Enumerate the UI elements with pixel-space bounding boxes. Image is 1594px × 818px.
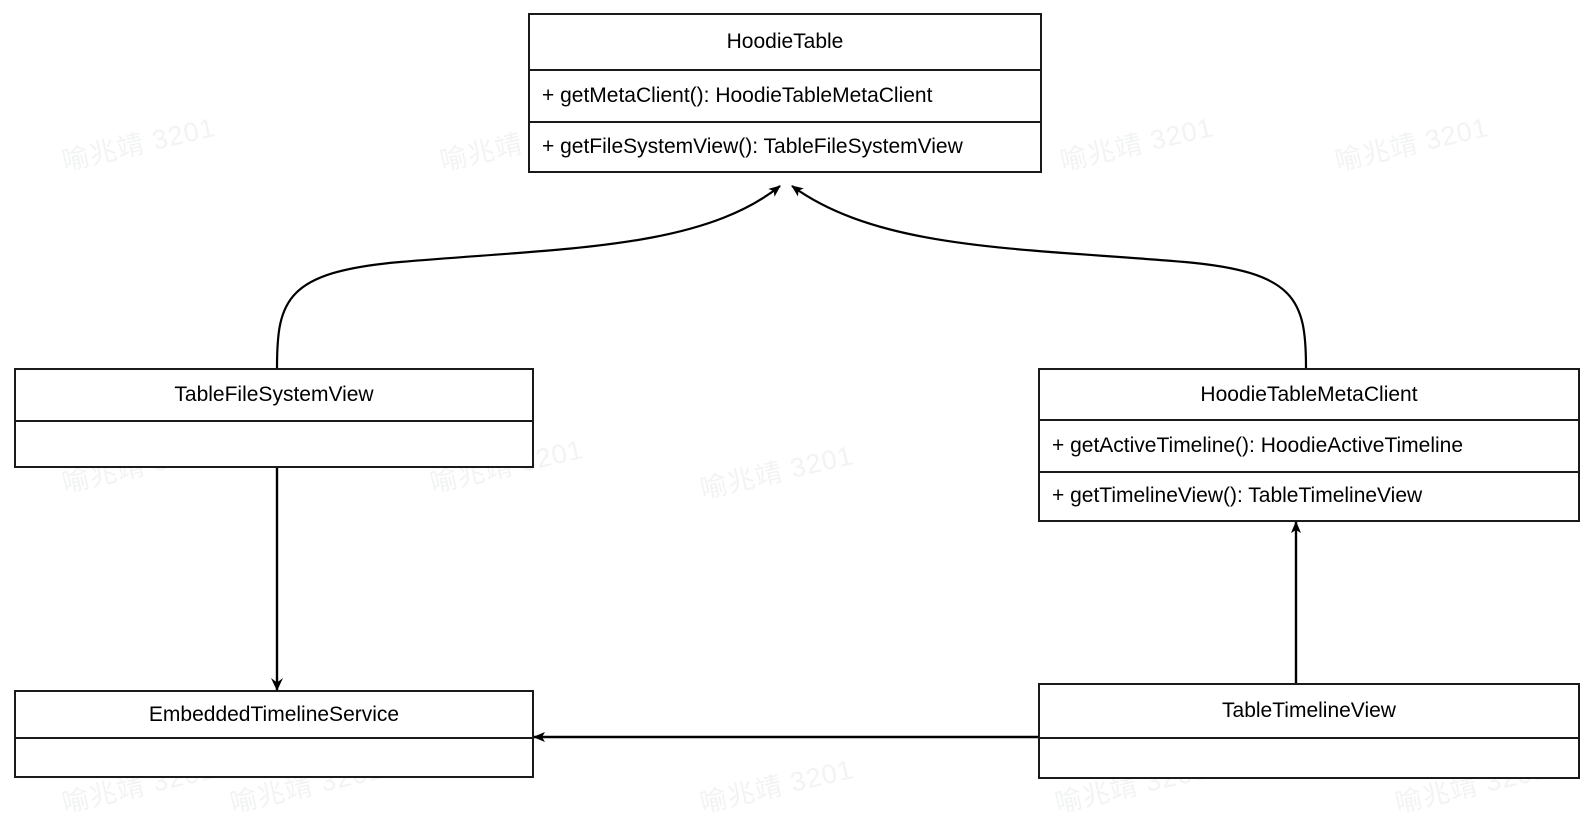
class-name-hoodie-table: HoodieTable <box>530 15 1040 71</box>
watermark-text: 喻兆靖 3201 <box>697 440 857 505</box>
watermark-text: 喻兆靖 3201 <box>59 112 219 177</box>
edge-table-file-system-view-to-hoodie-table <box>275 185 781 369</box>
class-members-table-file-system-view <box>16 422 532 466</box>
class-box-table-timeline-view[interactable]: TableTimelineView <box>1038 683 1580 779</box>
class-name-embedded-timeline-service: EmbeddedTimelineService <box>16 692 532 739</box>
class-member-row: + getTimelineView(): TableTimelineView <box>1040 470 1578 520</box>
class-name-table-timeline-view: TableTimelineView <box>1040 685 1578 739</box>
class-box-hoodie-table-meta-client[interactable]: HoodieTableMetaClient+ getActiveTimeline… <box>1038 368 1580 522</box>
class-member-row <box>1040 739 1578 777</box>
class-member-row: + getFileSystemView(): TableFileSystemVi… <box>530 121 1040 171</box>
class-name-hoodie-table-meta-client: HoodieTableMetaClient <box>1040 370 1578 421</box>
watermark-text: 喻兆靖 3201 <box>1057 112 1217 177</box>
class-member-row: + getMetaClient(): HoodieTableMetaClient <box>530 71 1040 121</box>
class-member-row <box>16 422 532 466</box>
class-name-table-file-system-view: TableFileSystemView <box>16 370 532 422</box>
class-member-row <box>16 739 532 776</box>
class-members-hoodie-table: + getMetaClient(): HoodieTableMetaClient… <box>530 71 1040 171</box>
class-members-hoodie-table-meta-client: + getActiveTimeline(): HoodieActiveTimel… <box>1040 421 1578 520</box>
class-member-row: + getActiveTimeline(): HoodieActiveTimel… <box>1040 421 1578 471</box>
class-box-embedded-timeline-service[interactable]: EmbeddedTimelineService <box>14 690 534 778</box>
watermark-text: 喻兆靖 3201 <box>1332 112 1492 177</box>
class-box-table-file-system-view[interactable]: TableFileSystemView <box>14 368 534 468</box>
class-members-table-timeline-view <box>1040 739 1578 777</box>
class-members-embedded-timeline-service <box>16 739 532 776</box>
watermark-text: 喻兆靖 3201 <box>697 754 857 818</box>
edge-hoodie-table-meta-client-to-hoodie-table <box>791 185 1308 369</box>
class-box-hoodie-table[interactable]: HoodieTable+ getMetaClient(): HoodieTabl… <box>528 13 1042 173</box>
